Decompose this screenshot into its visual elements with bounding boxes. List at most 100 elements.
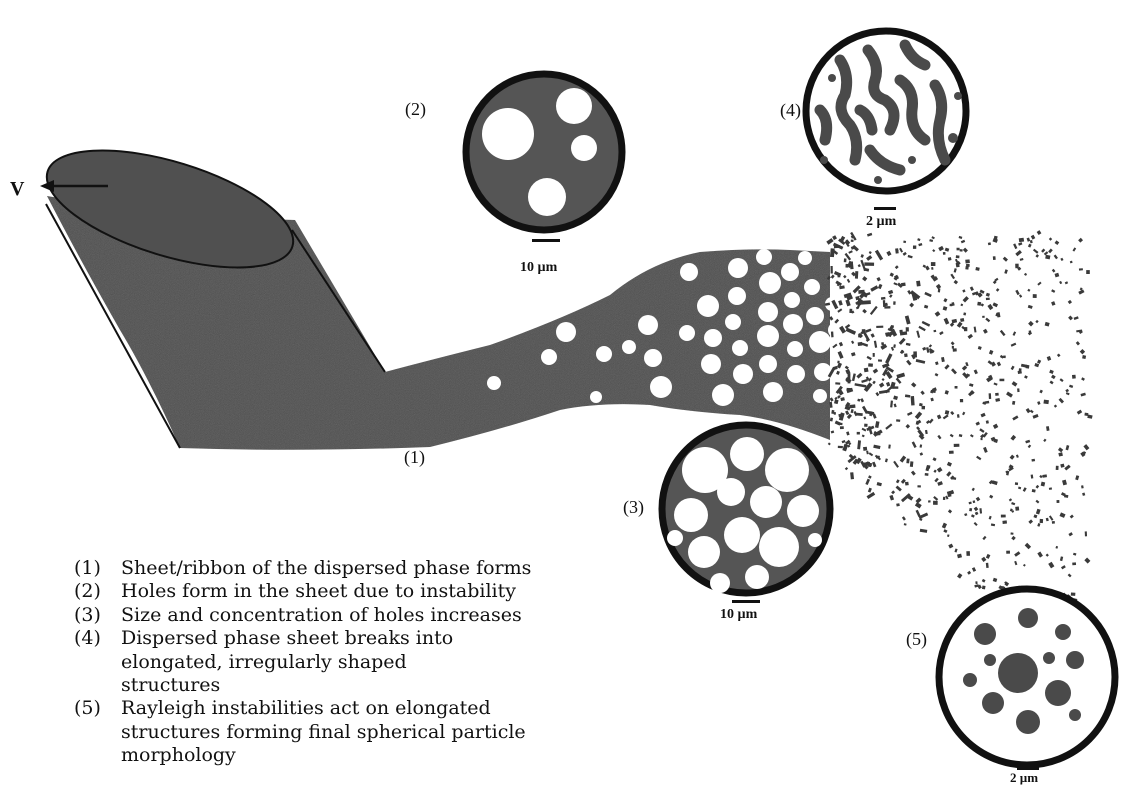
fragment-particle (862, 309, 867, 314)
fragment-particle (918, 326, 925, 331)
fragment-particle (858, 264, 861, 267)
fragment-particle (986, 298, 990, 301)
ribbon-hole (798, 251, 812, 265)
fragment-particle (1080, 349, 1085, 354)
fragment-particle (948, 509, 952, 513)
fragment-particle (916, 421, 920, 425)
fragment-particle (836, 371, 840, 375)
fragment-particle (918, 243, 922, 246)
fragment-particle (869, 452, 874, 456)
fragment-particle (931, 267, 933, 270)
fragment-particle (956, 255, 960, 258)
legend-text: Sheet/ribbon of the dispersed phase form… (121, 557, 531, 579)
fragment-particle (828, 442, 831, 445)
fragment-particle (993, 256, 996, 260)
fragment-particle (842, 440, 846, 443)
fragment-particle (1082, 355, 1086, 359)
fragment-particle (840, 426, 844, 429)
fragment-particle (1041, 248, 1045, 252)
fragment-particle (888, 290, 893, 294)
scale-bar-3 (732, 600, 760, 603)
fragment-particle (895, 265, 899, 269)
fragment-particle (970, 434, 974, 437)
fragment-particle (981, 413, 986, 418)
fragment-particle (904, 353, 908, 357)
fragment-particle (1073, 247, 1077, 251)
fragment-particle (1037, 230, 1042, 235)
fragment-particle (968, 334, 973, 339)
fragment-particle (847, 279, 850, 283)
fragment-particle (862, 435, 865, 438)
ribbon-hole (732, 340, 748, 356)
fragment-particle (989, 516, 992, 520)
fragment-particle (1077, 410, 1082, 415)
fragment-particle (903, 241, 906, 244)
fragment-particle (875, 421, 880, 428)
fragment-particle (1036, 485, 1040, 489)
fragment-particle (900, 350, 904, 354)
legend-num: (4) (74, 627, 101, 650)
fragment-particle (960, 399, 963, 402)
fragment-particle (1006, 551, 1010, 554)
fragment-particle (840, 397, 845, 401)
fragment-particle (903, 252, 907, 256)
fragment-particle (941, 357, 945, 362)
fragment-particle (967, 571, 971, 575)
fragment-particle (951, 368, 957, 374)
fragment-particle (1039, 390, 1043, 394)
fragment-particle (969, 501, 972, 504)
fragment-particle (1014, 561, 1017, 565)
fragment-particle (986, 563, 989, 568)
fragment-particle (881, 342, 884, 345)
fragment-particle (986, 420, 989, 423)
fragment-particle (953, 348, 957, 351)
fragment-particle (986, 554, 991, 559)
fragment-particle (1012, 381, 1018, 387)
fragment-particle (957, 322, 963, 328)
fragment-particle (974, 507, 979, 512)
fragment-particle (948, 544, 953, 549)
fragment-particle (1023, 564, 1026, 567)
fragment-particle (886, 251, 891, 256)
fragment-particle (995, 393, 999, 396)
fragment-particle (1068, 573, 1072, 577)
ribbon-hole (806, 307, 824, 325)
ribbon-hole (814, 363, 832, 381)
fragment-particle (864, 424, 868, 427)
fragment-particle (933, 501, 938, 505)
fragment-particle (856, 373, 862, 379)
fragment-particle (994, 383, 998, 386)
fragment-particle (1002, 520, 1007, 524)
velocity-label: V (10, 178, 24, 201)
fragment-particle (1048, 248, 1053, 253)
fragment-particle (1028, 444, 1032, 448)
fragment-particle (924, 305, 928, 309)
fragment-particle (991, 523, 995, 526)
fragment-particle (945, 248, 950, 252)
fragment-particle (1056, 466, 1059, 470)
fragment-particle (983, 329, 988, 334)
fragment-particle (1073, 553, 1076, 556)
fragment-particle (1000, 379, 1005, 382)
fragment-particle (972, 488, 975, 491)
fragment-particle (1010, 435, 1016, 441)
fragment-particle (931, 262, 936, 266)
fragment-particle (873, 353, 875, 357)
fragment-particle (937, 435, 941, 440)
legend-text: Dispersed phase sheet breaks into elonga… (121, 627, 453, 696)
fragment-particle (891, 490, 895, 494)
fragment-particle (1035, 320, 1038, 323)
fragment-particle (864, 368, 869, 373)
fragment-particle (983, 447, 988, 453)
ribbon-hole (541, 349, 557, 365)
fragment-particle (1055, 240, 1060, 245)
fragment-particle (857, 304, 861, 309)
fragment-particle (1015, 290, 1019, 295)
fragment-particle (1023, 487, 1027, 492)
fragment-particle (932, 389, 936, 393)
fragment-particle (1052, 521, 1055, 524)
fragment-particle (1050, 381, 1054, 385)
fragment-particle (920, 391, 924, 395)
ribbon-hole (679, 325, 695, 341)
fragment-particle (1065, 389, 1069, 393)
